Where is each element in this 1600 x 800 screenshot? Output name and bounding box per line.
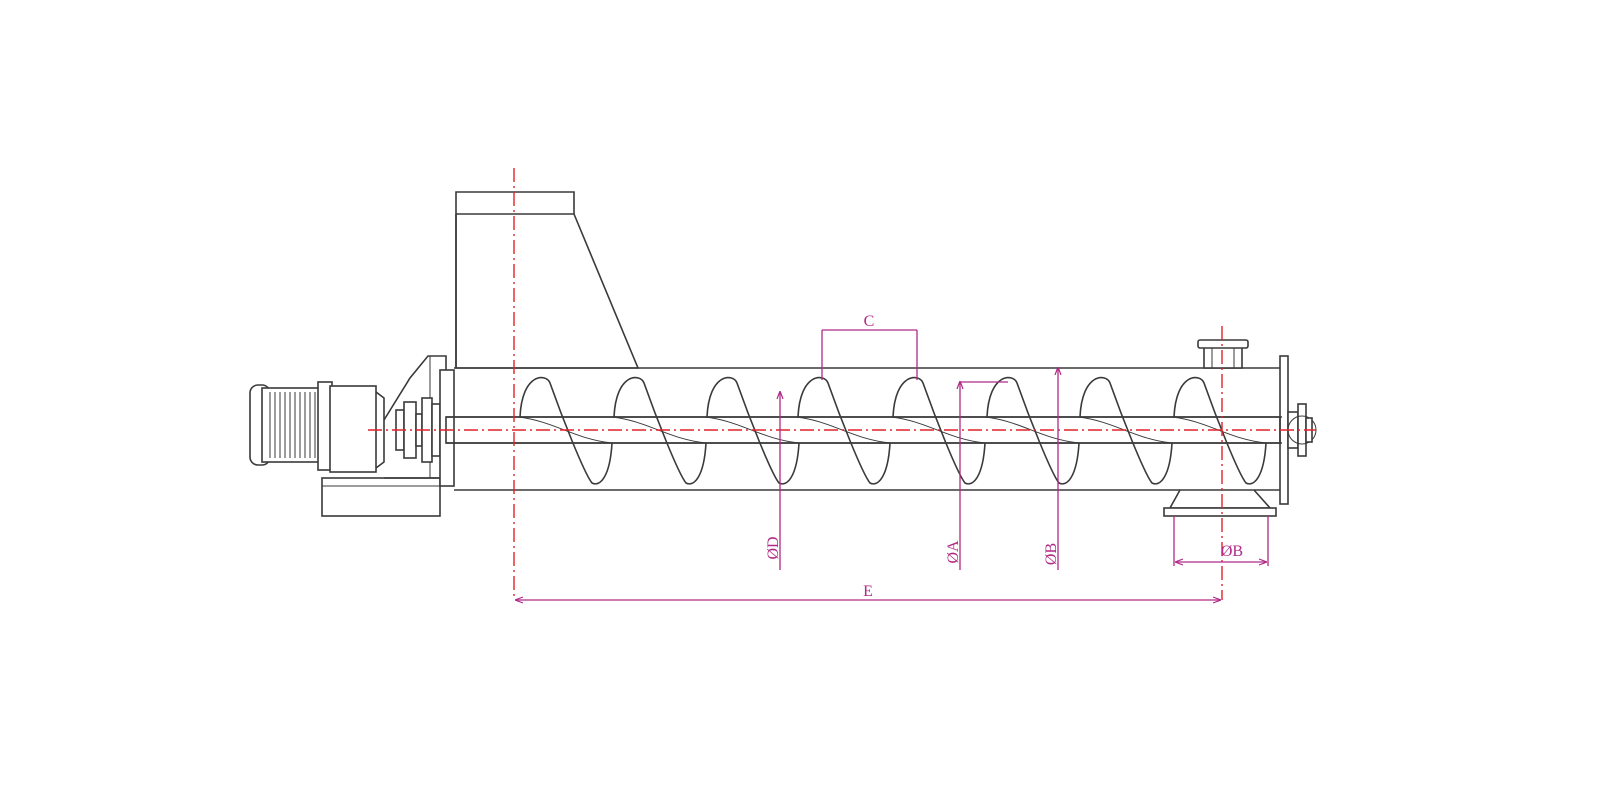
flight-turn: [986, 376, 1080, 485]
dimension-pitch: C: [821, 313, 918, 380]
gearbox: [321, 355, 447, 517]
label-trough-diameter: ØB: [1043, 543, 1060, 565]
dimension-length: E: [516, 583, 1220, 600]
label-length: E: [863, 583, 873, 600]
flight-turn: [613, 376, 707, 485]
vent-nozzle: [1197, 339, 1249, 369]
dimension-outlet-diameter: ØB: [1173, 516, 1269, 566]
flight-turn: [892, 376, 986, 485]
dimension-shaft-diameter: ØD: [765, 392, 782, 570]
flight-turn: [1173, 376, 1267, 485]
flight-helix-seam: [984, 416, 1080, 444]
label-shaft-diameter: ØD: [765, 536, 782, 559]
dimension-trough-diameter: ØB: [1043, 368, 1060, 570]
centerlines: [368, 168, 1316, 600]
outlet-spout: [1163, 489, 1277, 517]
flight-helix-seam: [890, 416, 986, 444]
flight-turn: [706, 376, 800, 485]
motor: [249, 381, 333, 471]
flight-helix-seam: [704, 416, 800, 444]
motor-cooling-fins: [269, 392, 316, 458]
dimension-flight-inner: ØA: [945, 382, 1008, 570]
inlet-hopper: [455, 191, 640, 369]
label-outlet-diameter: ØB: [1221, 543, 1243, 560]
flight-turn: [519, 376, 613, 485]
screw-flight: [446, 376, 1282, 485]
flight-turn: [797, 376, 891, 485]
flight-turn: [1079, 376, 1173, 485]
label-flight-inner-diameter: ØA: [945, 540, 962, 564]
label-pitch: C: [864, 313, 875, 330]
